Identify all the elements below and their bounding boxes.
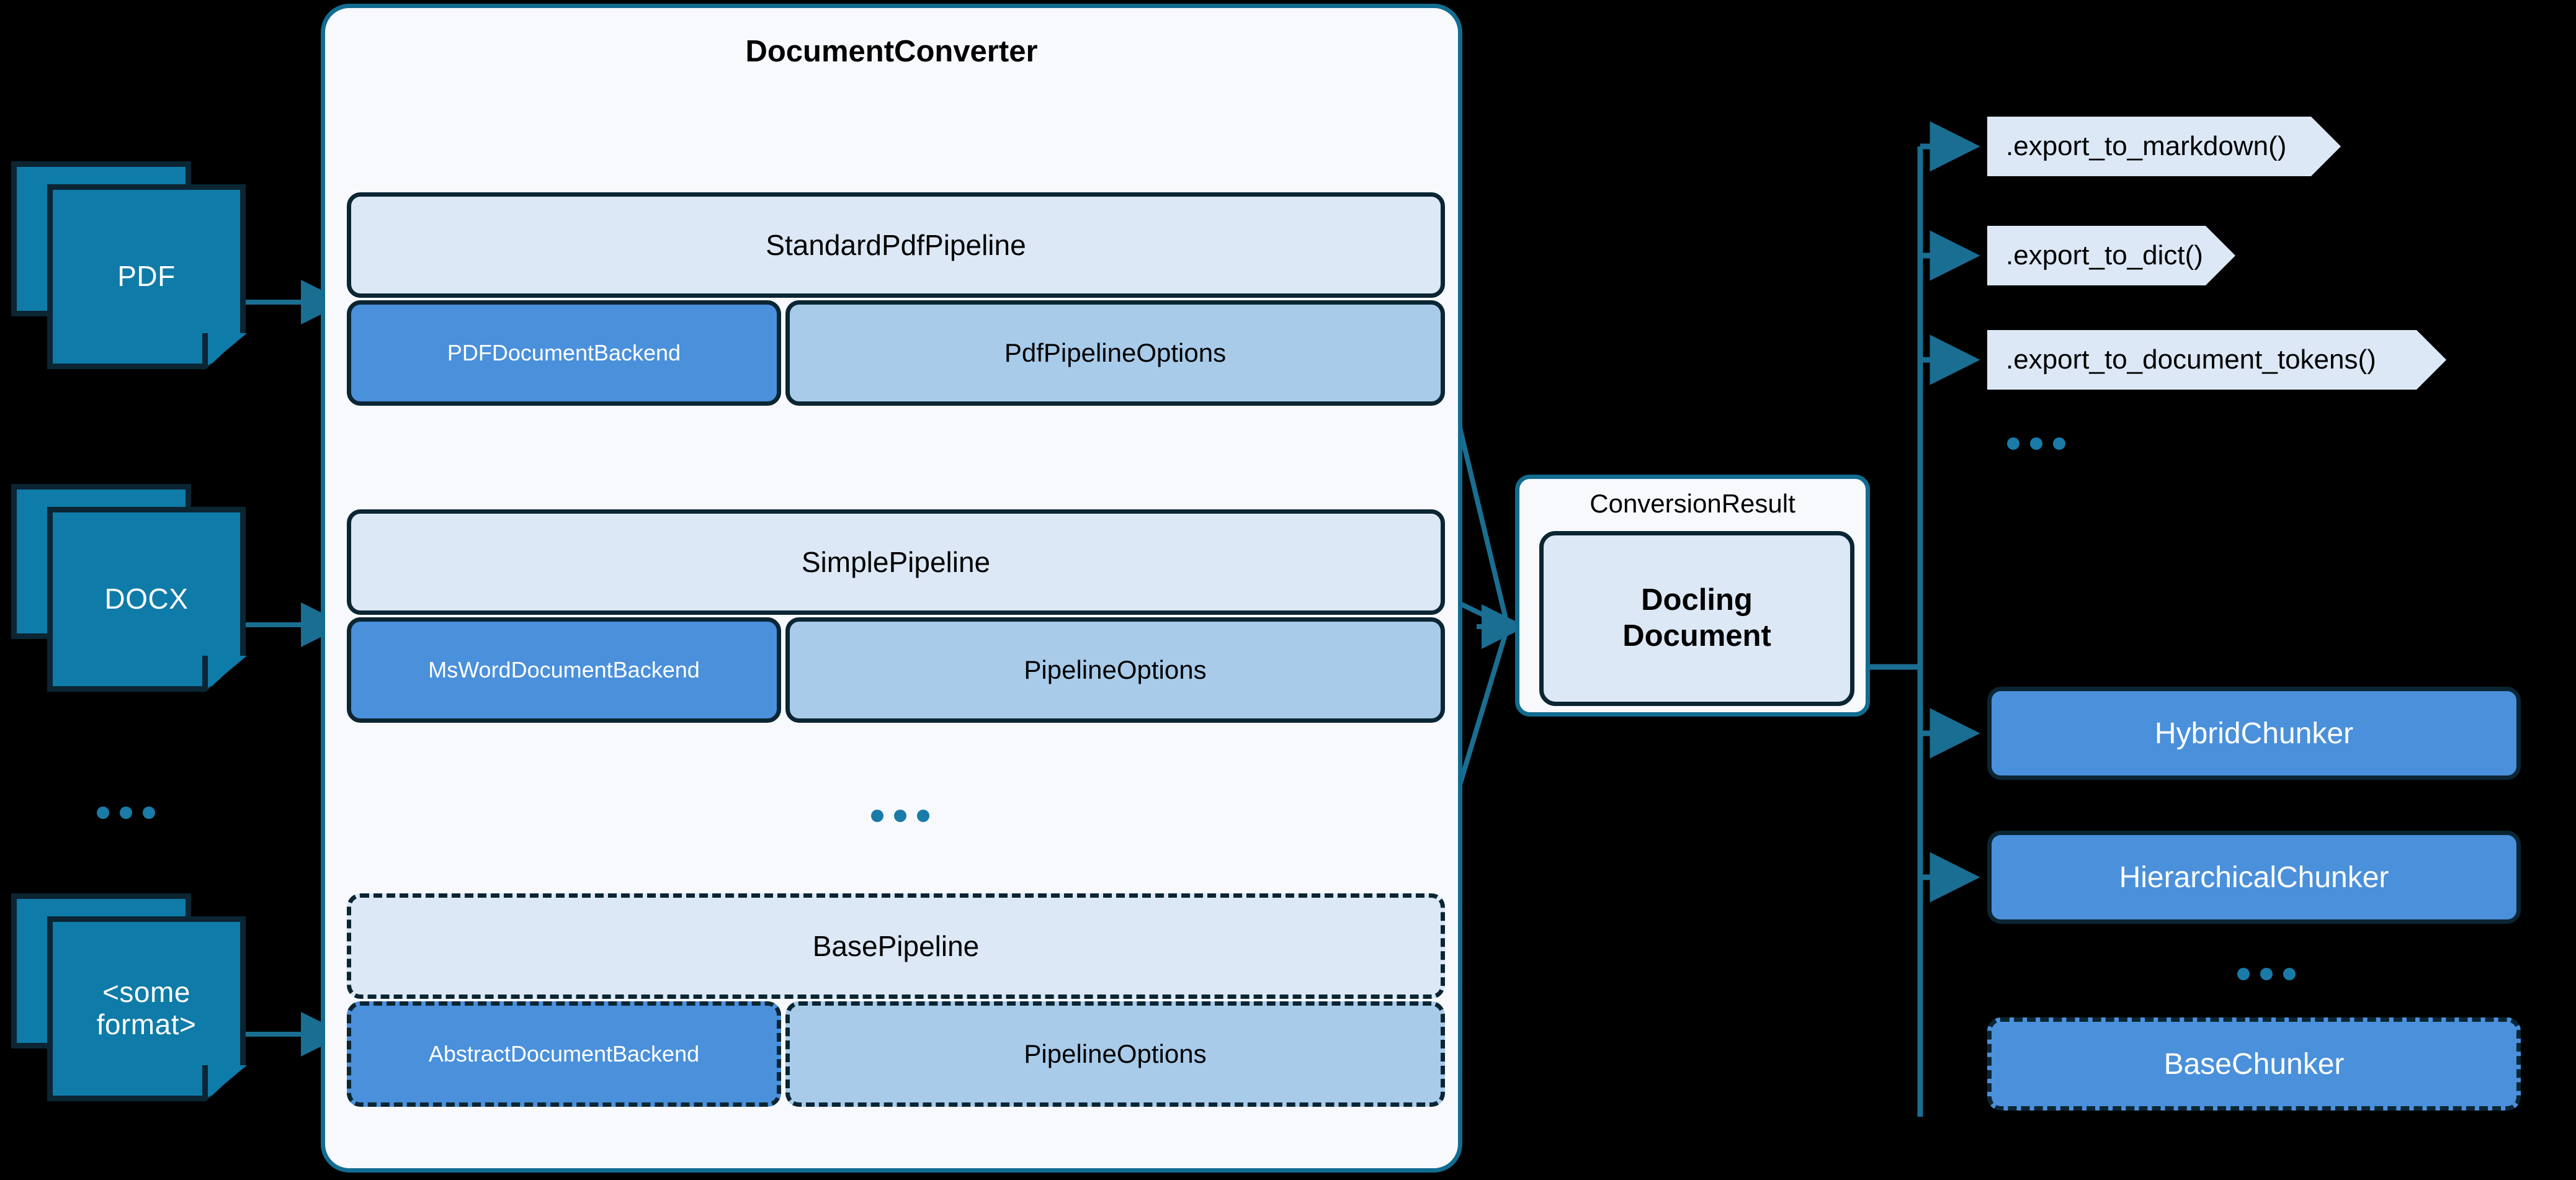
dot <box>120 807 132 819</box>
dot <box>2283 968 2296 980</box>
exports-ellipsis <box>2007 437 2065 450</box>
export-to-document-tokens-shape[interactable]: .export_to_document_tokens() <box>1987 330 2446 390</box>
inputs-ellipsis <box>97 807 155 819</box>
dot <box>2053 437 2065 450</box>
pipeline-backend: AbstractDocumentBackend <box>347 1001 781 1107</box>
pipeline-detail-row: MsWordDocumentBackend PipelineOptions <box>347 617 1445 723</box>
chunkers-ellipsis <box>2237 968 2296 980</box>
pipeline-options: PipelineOptions <box>785 617 1445 723</box>
doc-fold-corner <box>202 656 247 693</box>
export-label: .export_to_dict() <box>2006 240 2203 270</box>
base-chunker-box[interactable]: BaseChunker <box>1987 1017 2521 1111</box>
page-title: DocumentConverter <box>745 35 1038 68</box>
docling-document-line1: Docling <box>1641 583 1753 617</box>
conversion-result-label: ConversionResult <box>1590 489 1796 518</box>
dot <box>143 807 155 819</box>
pipeline-detail-row: AbstractDocumentBackend PipelineOptions <box>347 1001 1445 1107</box>
pipeline-options: PipelineOptions <box>785 1001 1445 1107</box>
doc-fold-corner <box>202 333 247 370</box>
doc-fold-corner <box>202 1065 247 1102</box>
input-doc-label: DOCX <box>104 583 189 615</box>
dot <box>97 807 109 819</box>
docling-document-box[interactable]: Docling Document <box>1539 531 1854 706</box>
pipeline-group-standardpdf[interactable]: StandardPdfPipeline PDFDocumentBackend P… <box>347 192 1445 406</box>
pipeline-backend: PDFDocumentBackend <box>347 300 781 406</box>
chunker-label: BaseChunker <box>2163 1047 2345 1081</box>
input-doc-label: <some format> <box>96 976 197 1040</box>
pipelines-ellipsis <box>871 810 929 822</box>
export-to-dict-shape[interactable]: .export_to_dict() <box>1987 226 2235 285</box>
hierarchical-chunker-box[interactable]: HierarchicalChunker <box>1987 831 2521 924</box>
dot <box>2007 437 2019 450</box>
dot <box>871 810 883 822</box>
pipeline-backend: MsWordDocumentBackend <box>347 617 781 723</box>
hybrid-chunker-box[interactable]: HybridChunker <box>1987 687 2521 780</box>
export-to-markdown-shape[interactable]: .export_to_markdown() <box>1987 117 2341 176</box>
docling-document-line2: Document <box>1622 619 1771 653</box>
pipeline-group-base[interactable]: BasePipeline AbstractDocumentBackend Pip… <box>347 893 1445 1107</box>
dot <box>894 810 906 822</box>
chunker-label: HybridChunker <box>2154 717 2354 750</box>
dot <box>917 810 929 822</box>
pipeline-options: PdfPipelineOptions <box>785 300 1445 406</box>
pipeline-detail-row: PDFDocumentBackend PdfPipelineOptions <box>347 300 1445 406</box>
document-converter-panel: DocumentConverter StandardPdfPipeline PD… <box>321 4 1462 1173</box>
export-label: .export_to_document_tokens() <box>2006 344 2376 375</box>
input-doc-label: PDF <box>117 260 176 293</box>
dot <box>2237 968 2250 980</box>
pipeline-group-simple[interactable]: SimplePipeline MsWordDocumentBackend Pip… <box>347 509 1445 723</box>
export-label: .export_to_markdown() <box>2006 131 2287 161</box>
conversion-result-panel: ConversionResult Docling Document <box>1515 475 1870 717</box>
dot <box>2030 437 2042 450</box>
pipeline-name: StandardPdfPipeline <box>347 192 1445 298</box>
chunker-label: HierarchicalChunker <box>2119 860 2389 894</box>
pipeline-name: BasePipeline <box>347 893 1445 999</box>
pipeline-name: SimplePipeline <box>347 509 1445 615</box>
dot <box>2260 968 2273 980</box>
